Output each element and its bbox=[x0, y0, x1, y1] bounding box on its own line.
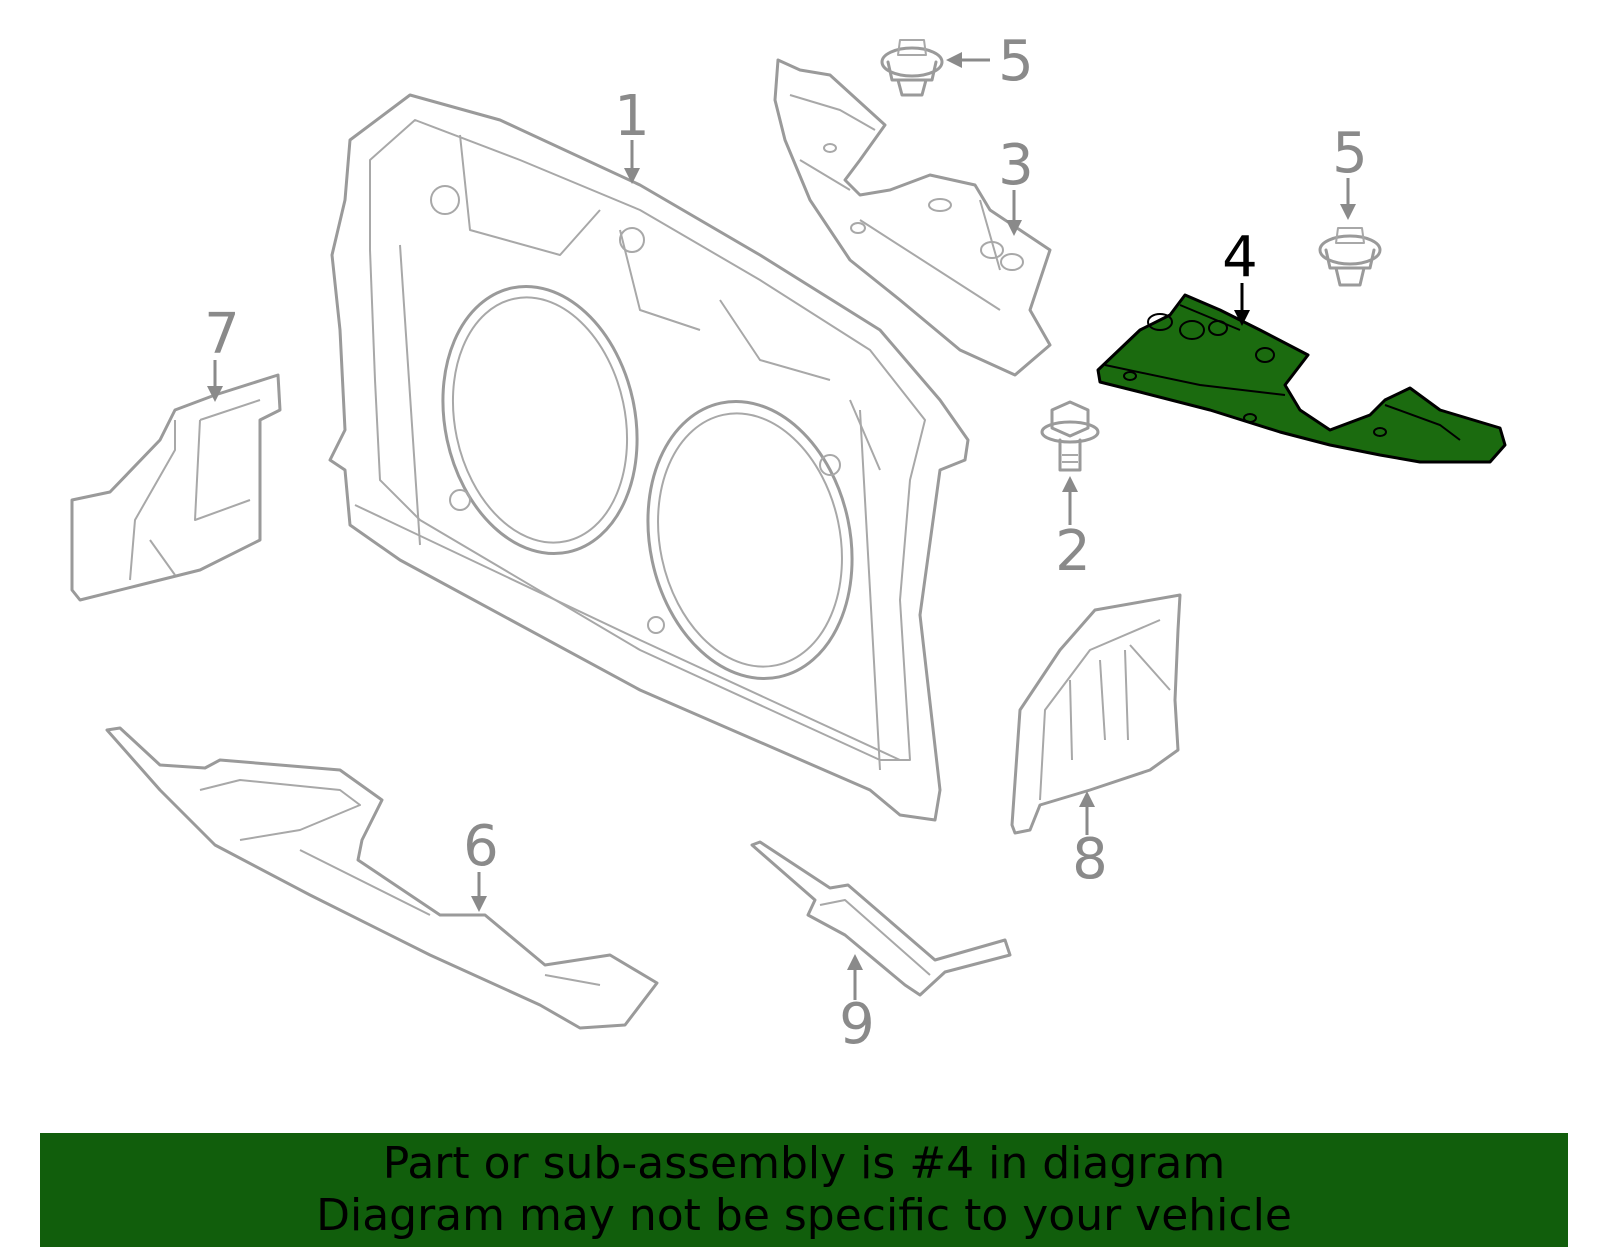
callout-9-label: 9 bbox=[839, 992, 875, 1057]
banner-line-2: Diagram may not be specific to your vehi… bbox=[316, 1190, 1292, 1241]
part-8-right-air-guide bbox=[1010, 593, 1182, 835]
callout-6: 6 bbox=[463, 814, 499, 912]
part-1-radiator-support bbox=[328, 93, 970, 822]
callout-8-label: 8 bbox=[1072, 827, 1108, 892]
banner-line-1: Part or sub-assembly is #4 in diagram bbox=[382, 1138, 1226, 1189]
callout-7-label: 7 bbox=[204, 302, 240, 367]
part-4-air-guide-highlighted bbox=[1096, 293, 1507, 464]
callout-1-label: 1 bbox=[614, 84, 650, 149]
callout-2: 2 bbox=[1055, 476, 1091, 584]
part-5-clip-right bbox=[1318, 227, 1382, 287]
callout-5-upper-label: 5 bbox=[998, 29, 1034, 94]
part-9-seal-strip bbox=[750, 840, 1012, 997]
callout-4-label: 4 bbox=[1222, 225, 1258, 290]
callout-3-label: 3 bbox=[998, 133, 1034, 198]
callout-4: 4 bbox=[1222, 225, 1258, 326]
part-2-bolt bbox=[1040, 400, 1100, 472]
part-3-upper-deflector bbox=[773, 58, 1052, 377]
callout-5-right: 5 bbox=[1332, 121, 1368, 220]
part-6-lower-deflector bbox=[105, 726, 659, 1030]
callout-1: 1 bbox=[614, 84, 650, 184]
callout-5-right-label: 5 bbox=[1332, 121, 1368, 186]
callout-7: 7 bbox=[204, 302, 240, 402]
callout-2-label: 2 bbox=[1055, 519, 1091, 584]
part-7-left-air-guide bbox=[70, 373, 282, 602]
callout-8: 8 bbox=[1072, 791, 1108, 892]
callout-9: 9 bbox=[839, 954, 875, 1057]
callout-5-upper: 5 bbox=[946, 29, 1034, 94]
callout-3: 3 bbox=[998, 133, 1034, 236]
callout-6-label: 6 bbox=[463, 814, 499, 879]
parts-diagram: 1 2 3 4 5 5 6 7 8 9 bbox=[70, 29, 1507, 1057]
part-5-clip-upper bbox=[880, 39, 944, 97]
info-banner: Part or sub-assembly is #4 in diagram Di… bbox=[40, 1133, 1568, 1247]
